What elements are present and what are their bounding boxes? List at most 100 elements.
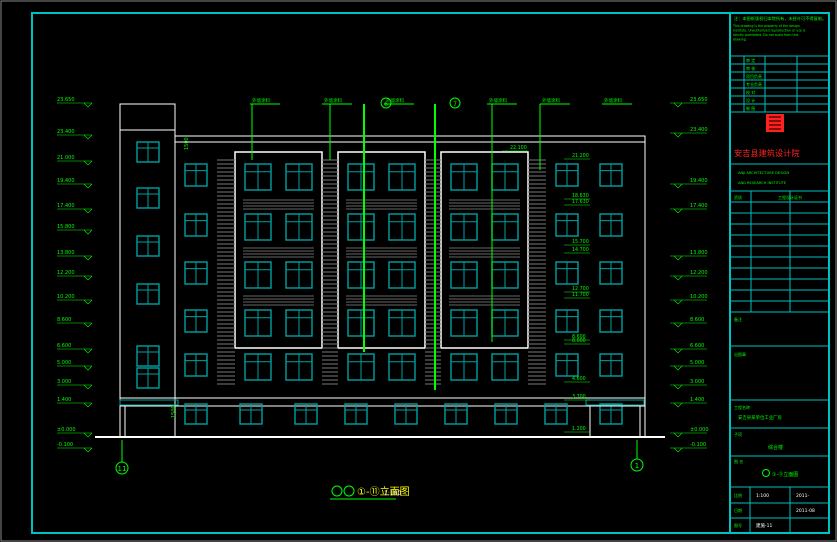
level-triangle-icon xyxy=(673,322,683,328)
level-triangle-icon xyxy=(83,255,93,261)
drawing-scale-text: 1:100 xyxy=(384,490,401,497)
level-label: 23.400 xyxy=(690,127,708,133)
level-triangle-icon xyxy=(673,132,683,138)
institute-en-line: AND RESEARCH INSTITUTE xyxy=(738,181,787,185)
level-label: ±0.000 xyxy=(57,427,76,433)
leader-label: 外墙涂料 xyxy=(252,97,270,104)
level-label: 12.200 xyxy=(690,270,708,276)
entrance-door xyxy=(124,405,176,438)
level-triangle-icon xyxy=(673,384,683,390)
level-markers: 23.650 23.400 21.000 19.400 17.400 15.800 13.8… xyxy=(57,97,709,453)
grid-bubble-icon xyxy=(380,97,392,109)
remark-label: 备注 xyxy=(734,316,742,322)
level-triangle-icon xyxy=(83,208,93,214)
level-triangle-icon xyxy=(673,447,683,453)
level-label: -0.100 xyxy=(690,442,706,448)
level-label: 5.000 xyxy=(57,360,71,366)
institute-name: 安吉县建筑设计院 xyxy=(734,148,800,158)
grid-bubble-icon xyxy=(115,461,129,475)
level-triangle-icon xyxy=(83,102,93,108)
grid-bubble-icon xyxy=(343,485,355,497)
date-value: 2011- xyxy=(796,493,809,499)
level-triangle-icon xyxy=(673,255,683,261)
level-label: 3.700 xyxy=(572,394,586,400)
notes-header: 注：本图纸版权归本院所有，未经许可不得复制。 xyxy=(734,15,826,22)
level-label: 17.630 xyxy=(572,199,589,205)
level-label: 22.100 xyxy=(510,145,527,151)
leader-label: 外墙涂料 xyxy=(604,97,622,104)
level-triangle-icon xyxy=(83,229,93,235)
level-triangle-icon xyxy=(83,134,93,140)
signature-row-label: 设 计 xyxy=(746,97,755,103)
institute-seal-icon xyxy=(766,114,784,132)
level-label: 23.400 xyxy=(57,129,75,135)
number-value: 建施-11 xyxy=(756,522,772,529)
level-label: 19.400 xyxy=(57,178,75,184)
level-label: 1.400 xyxy=(57,397,71,403)
projecting-bay xyxy=(234,151,323,349)
signature-row-label: 项目负责 xyxy=(746,73,762,79)
leader-label: 外墙涂料 xyxy=(542,97,560,104)
drawing-frame xyxy=(31,12,830,534)
level-label: 12.200 xyxy=(57,270,75,276)
level-label: 1.200 xyxy=(572,426,586,432)
level-label: 6.600 xyxy=(57,343,71,349)
entrance-canopy xyxy=(119,399,179,406)
level-label: 21.200 xyxy=(572,153,589,159)
level-label: 4.600 xyxy=(572,376,586,382)
number-label: 图号 xyxy=(734,522,742,528)
level-label: 8.600 xyxy=(57,317,71,323)
level-triangle-icon xyxy=(673,432,683,438)
entrance-canopy xyxy=(585,399,645,406)
grid-bubble-icon xyxy=(331,485,343,497)
notes-en-line: This drawing is the property of the desi… xyxy=(732,24,800,28)
level-label: 3.000 xyxy=(690,379,704,385)
leader-label: 外墙涂料 xyxy=(489,97,507,104)
level-label: 15.800 xyxy=(57,224,75,230)
level-label: 1.400 xyxy=(690,397,704,403)
drawing-name-value: ①-⑪立面图 xyxy=(772,471,798,478)
level-label: 23.650 xyxy=(57,97,75,103)
sub-label: 子项 xyxy=(734,431,742,437)
level-label: 21.000 xyxy=(57,155,75,161)
level-triangle-icon xyxy=(83,365,93,371)
scale-label: 比例 xyxy=(734,492,742,498)
level-label: 13.800 xyxy=(690,250,708,256)
level-triangle-icon xyxy=(673,402,683,408)
level-label: 6.600 xyxy=(690,343,704,349)
level-label: 17.400 xyxy=(690,203,708,209)
drawing-name-label: 图 名 xyxy=(734,458,743,464)
level-triangle-icon xyxy=(83,322,93,328)
level-label: 5.000 xyxy=(690,360,704,366)
seal-label: 出图章 xyxy=(734,351,746,357)
scale-value: 1:100 xyxy=(756,493,769,499)
leader-label: 外墙涂料 xyxy=(386,97,404,104)
signature-row-label: 专业负责 xyxy=(746,81,762,87)
level-triangle-icon xyxy=(673,365,683,371)
level-label: 8.000 xyxy=(572,338,586,344)
level-label: 23.650 xyxy=(690,97,708,103)
grid-label: 11 xyxy=(118,465,127,473)
signature-row-label: 制 图 xyxy=(746,105,755,111)
level-triangle-icon xyxy=(83,299,93,305)
level-label: 11.700 xyxy=(572,292,589,298)
level-triangle-icon xyxy=(83,432,93,438)
grid-label: 7 xyxy=(453,101,457,108)
project-value: 安吉县某单位工业厂房 xyxy=(738,414,783,421)
title-block: 注：本图纸版权归本院所有，未经许可不得复制。 This drawing is th… xyxy=(730,15,829,533)
drawing-title-text: ①-⑪立面图 xyxy=(357,485,410,498)
level-triangle-icon xyxy=(673,183,683,189)
entrance-door xyxy=(589,405,641,438)
dim-text: 1500 xyxy=(184,137,190,150)
level-label: 14.700 xyxy=(572,247,589,253)
level-label: 13.800 xyxy=(57,250,75,256)
drawing-title: ①-⑪立面图 1:100 xyxy=(330,485,410,500)
signature-row-label: 校 对 xyxy=(746,89,755,95)
level-label: 3.000 xyxy=(57,379,71,385)
leader-label: 外墙涂料 xyxy=(324,97,342,104)
level-label: 8.600 xyxy=(572,334,586,340)
cert-label: 资质 xyxy=(734,194,742,200)
level-triangle-icon xyxy=(83,275,93,281)
